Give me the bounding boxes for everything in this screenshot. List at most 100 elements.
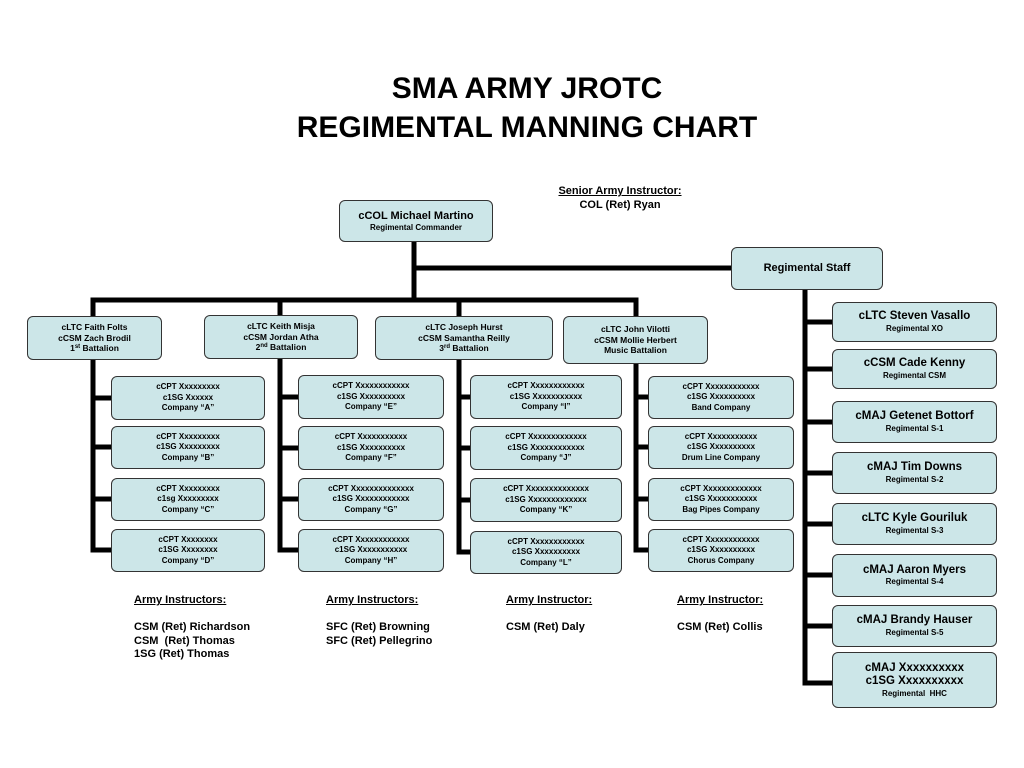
company-captain: cCPT Xxxxxxxxxxxxxx [328, 483, 414, 493]
company-name: Company “J” [520, 453, 572, 463]
battalion-commander: cLTC John Vilotti [600, 324, 671, 335]
company-first-sergeant: c1SG Xxxxxxxx [158, 545, 218, 555]
battalion-box-3: cLTC Joseph Hurst cCSM Samantha Reilly 3… [375, 316, 553, 360]
staff-role: Regimental S-5 [885, 627, 944, 637]
battalion-unit: Music Battalion [604, 345, 667, 356]
staff-box-xo: cLTC Steven Vasallo Regimental XO [832, 302, 997, 342]
company-first-sergeant: c1SG Xxxxxxxxxxxx [507, 442, 585, 452]
staff-role: Regimental XO [886, 323, 943, 333]
company-box: cCPT Xxxxxxxxxxxx c1SG Xxxxxxxxxx Compan… [298, 375, 444, 419]
company-name: Company “I” [521, 402, 571, 412]
company-first-sergeant: c1SG Xxxxxxxxx [156, 442, 220, 452]
instructor-name: SFC (Ret) Browning [326, 621, 430, 633]
commander-role: Regimental Commander [369, 222, 463, 232]
company-box: cCPT Xxxxxxxxx c1SG Xxxxxx Company “A” [111, 376, 265, 420]
company-box: cCPT Xxxxxxxxxxxx c1SG Xxxxxxxxxx Chorus… [648, 529, 794, 572]
company-name: Bag Pipes Company [682, 504, 760, 514]
staff-role: Regimental S-1 [885, 423, 944, 433]
company-first-sergeant: c1SG Xxxxxxxxxx [686, 545, 756, 555]
instructors-label: Army Instructors: [326, 594, 419, 606]
spacer [326, 608, 432, 622]
company-captain: cCPT Xxxxxxxxx [156, 431, 220, 441]
spacer [506, 608, 592, 622]
company-captain: cCPT Xxxxxxxx [158, 534, 218, 544]
staff-box-s2: cMAJ Tim Downs Regimental S-2 [832, 452, 997, 494]
instructors-block-1: Army Instructors: CSM (Ret) Richardson C… [134, 594, 250, 662]
instructors-block-3: Army Instructor: CSM (Ret) Daly [506, 594, 592, 635]
company-box: cCPT Xxxxxxxxxxx c1SG Xxxxxxxxxx Company… [298, 426, 444, 470]
staff-role: Regimental CSM [882, 370, 947, 380]
staff-box-s4: cMAJ Aaron Myers Regimental S-4 [832, 554, 997, 597]
battalion-label: 3rd Battalion [439, 343, 488, 354]
company-first-sergeant: c1SG Xxxxxxxxxxx [334, 545, 408, 555]
company-captain: cCPT Xxxxxxxxxxx [684, 431, 758, 441]
battalion-csm: cCSM Zach Brodil [58, 332, 131, 343]
staff-name: cLTC Kyle Gouriluk [861, 512, 968, 525]
company-box: cCPT Xxxxxxxx c1SG Xxxxxxxx Company “D” [111, 529, 265, 572]
company-first-sergeant: c1SG Xxxxxx [162, 392, 214, 402]
battalion-ordinal-suffix: st [74, 344, 81, 351]
staff-box-s5: cMAJ Brandy Hauser Regimental S-5 [832, 605, 997, 647]
company-box: cCPT Xxxxxxxxx c1sg Xxxxxxxxx Company “C… [111, 478, 265, 521]
title-line-2: REGIMENTAL MANNING CHART [296, 111, 758, 144]
battalion-number: 2 [255, 342, 261, 353]
company-box: cCPT Xxxxxxxxxxxxxx c1SG Xxxxxxxxxxxxx C… [470, 478, 622, 522]
staff-box-hhc: cMAJ Xxxxxxxxxx c1SG Xxxxxxxxxx Regiment… [832, 652, 997, 708]
instructors-block-2: Army Instructors: SFC (Ret) Browning SFC… [326, 594, 432, 648]
battalion-label: 1st Battalion [70, 343, 119, 354]
company-captain: cCPT Xxxxxxxxx [156, 483, 220, 493]
company-captain: cCPT Xxxxxxxxxxxxx [680, 483, 762, 493]
company-box: cCPT Xxxxxxxxxxx c1SG Xxxxxxxxxx Drum Li… [648, 426, 794, 469]
battalion-label: Music Battalion [604, 345, 667, 356]
company-box: cCPT Xxxxxxxxxxxxx c1SG Xxxxxxxxxxxx Com… [470, 426, 622, 470]
company-captain: cCPT Xxxxxxxxxxxxxx [503, 484, 589, 494]
staff-name: cLTC Steven Vasallo [858, 310, 971, 323]
battalion-unit: Battalion [267, 342, 307, 353]
company-first-sergeant: c1SG Xxxxxxxxxx [511, 547, 581, 557]
company-captain: cCPT Xxxxxxxxxxx [334, 432, 408, 442]
staff-role: Regimental HHC [882, 688, 947, 698]
company-captain: cCPT Xxxxxxxxxxxx [332, 534, 410, 544]
battalion-commander: cLTC Keith Misja [247, 321, 315, 332]
staff-role: Regimental S-2 [885, 474, 944, 484]
instructor-name: CSM (Ret) Thomas [134, 634, 235, 647]
company-captain: cCPT Xxxxxxxxxxxx [507, 381, 585, 391]
company-box: cCPT Xxxxxxxxxxxxxx c1SG Xxxxxxxxxxxx Co… [298, 478, 444, 521]
company-name: Company “A” [161, 403, 215, 413]
company-first-sergeant: c1SG Xxxxxxxxxxxx [332, 494, 410, 504]
staff-name: cMAJ Aaron Myers [862, 563, 967, 576]
company-captain: cCPT Xxxxxxxxxxxx [332, 381, 410, 391]
company-box: cCPT Xxxxxxxxxxxx c1SG Xxxxxxxxxxx Compa… [470, 375, 622, 419]
battalion-box-music: cLTC John Vilotti cCSM Mollie Herbert Mu… [563, 316, 708, 364]
regimental-staff-label: Regimental Staff [763, 262, 851, 274]
battalion-commander: cLTC Faith Folts [61, 322, 128, 333]
battalion-unit: Battalion [450, 343, 489, 354]
company-captain: cCPT Xxxxxxxxxxxx [507, 536, 585, 546]
company-name: Company “B” [161, 452, 215, 462]
company-name: Company “L” [520, 557, 572, 567]
instructors-label: Army Instructor: [506, 594, 593, 606]
title-line-1: SMA ARMY JROTC [391, 72, 663, 105]
company-first-sergeant: c1SG Xxxxxxxxxxx [509, 391, 583, 401]
battalion-number: 3 [439, 343, 444, 354]
company-name: Chorus Company [687, 555, 755, 565]
company-first-sergeant: c1SG Xxxxxxxxxx [336, 442, 406, 452]
battalion-label: 2nd Battalion [256, 342, 307, 353]
instructor-name: 1SG (Ret) Thomas [134, 648, 230, 660]
company-name: Company “C” [161, 504, 215, 514]
company-first-sergeant: c1SG Xxxxxxxxxx [336, 391, 406, 401]
battalion-commander: cLTC Joseph Hurst [425, 322, 503, 333]
regimental-staff-box: Regimental Staff [731, 247, 883, 290]
company-captain: cCPT Xxxxxxxxxxxx [682, 381, 760, 391]
company-name: Company “D” [161, 555, 215, 565]
staff-name: cMAJ Getenet Bottorf [855, 410, 974, 423]
battalion-ordinal-suffix: nd [260, 343, 268, 350]
company-box: cCPT Xxxxxxxxxxxxx c1SG Xxxxxxxxxxx Bag … [648, 478, 794, 521]
company-name: Drum Line Company [681, 452, 761, 462]
instructor-name: SFC (Ret) Pellegrino [326, 634, 433, 647]
battalion-csm: cCSM Mollie Herbert [594, 334, 677, 345]
staff-box-csm: cCSM Cade Kenny Regimental CSM [832, 349, 997, 389]
staff-role: Regimental S-3 [885, 525, 944, 535]
company-first-sergeant: c1SG Xxxxxxxxxx [686, 392, 756, 402]
